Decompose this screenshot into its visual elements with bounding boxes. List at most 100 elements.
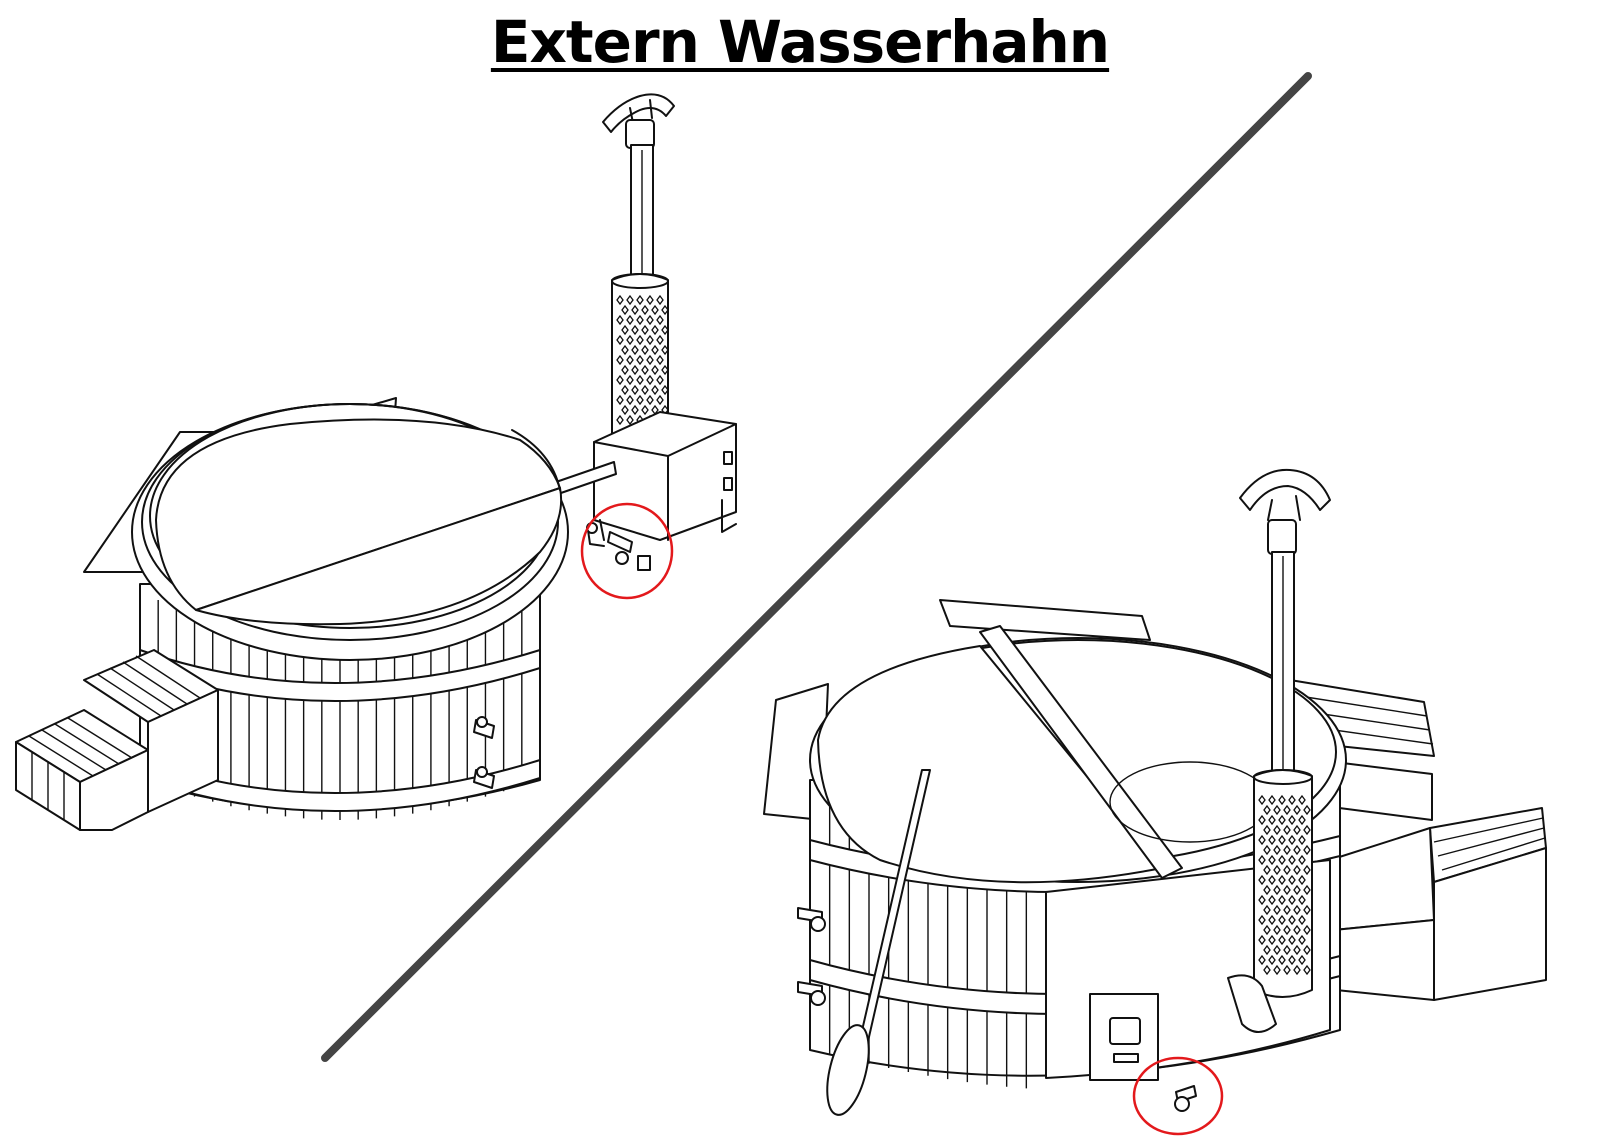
left-step-boards: [28, 655, 201, 830]
perforation-hole: [621, 304, 629, 316]
perforation-hole: [1268, 854, 1276, 866]
perforation-hole: [1293, 824, 1301, 836]
board-line: [109, 667, 175, 711]
perforation-hole: [1273, 864, 1281, 876]
perforation-hole: [1258, 954, 1266, 966]
perforation-hole: [621, 384, 629, 396]
perforation-hole: [616, 334, 624, 346]
perforation-hole: [1293, 844, 1301, 856]
perforation-hole: [661, 364, 669, 376]
perforation-hole: [616, 314, 624, 326]
diagonal-divider: [321, 72, 1312, 1062]
perforation-hole: [646, 394, 654, 406]
perforation-hole: [1293, 804, 1301, 816]
perforation-hole: [656, 374, 664, 386]
perforation-hole: [1298, 834, 1306, 846]
perforation-hole: [1268, 794, 1276, 806]
perforation-hole: [1288, 834, 1296, 846]
perforation-hole: [631, 364, 639, 376]
perforation-hole: [651, 324, 659, 336]
perforation-hole: [1288, 874, 1296, 886]
perforation-hole: [1293, 904, 1301, 916]
perforation-hole: [656, 294, 664, 306]
perforation-hole: [631, 404, 639, 416]
perforation-hole: [616, 294, 624, 306]
perforation-hole: [1293, 864, 1301, 876]
perforation-hole: [1303, 804, 1311, 816]
perforation-hole: [1268, 814, 1276, 826]
perforation-hole: [1288, 914, 1296, 926]
right-paddle: [826, 769, 931, 1116]
perforation-hole: [616, 354, 624, 366]
perforation-hole: [656, 334, 664, 346]
perforation-hole: [1273, 944, 1281, 956]
perforation-hole: [1298, 814, 1306, 826]
perforation-hole: [1273, 824, 1281, 836]
perforation-hole: [661, 344, 669, 356]
perforation-hole: [1258, 874, 1266, 886]
perforation-hole: [1263, 804, 1271, 816]
perforation-hole: [656, 354, 664, 366]
perforation-hole: [626, 354, 634, 366]
perforation-hole: [621, 404, 629, 416]
perforation-hole: [1273, 844, 1281, 856]
perforation-hole: [1268, 874, 1276, 886]
board-line: [122, 661, 188, 705]
perforation-hole: [631, 384, 639, 396]
perforation-hole: [1278, 854, 1286, 866]
board-line: [96, 673, 162, 717]
board-line: [54, 723, 120, 765]
perforation-hole: [656, 314, 664, 326]
perforation-hole: [1273, 884, 1281, 896]
perforation-hole: [636, 354, 644, 366]
perforation-hole: [661, 304, 669, 316]
page-title: Extern Wasserhahn: [490, 8, 1110, 76]
perforation-hole: [636, 334, 644, 346]
board-line: [1441, 837, 1546, 871]
perforation-hole: [621, 324, 629, 336]
perforation-hole: [1268, 934, 1276, 946]
perforation-hole: [1283, 904, 1291, 916]
perforation-hole: [1263, 944, 1271, 956]
board-line: [41, 729, 107, 771]
perforation-hole: [1263, 924, 1271, 936]
perforation-hole: [1303, 924, 1311, 936]
perforation-hole: [1263, 904, 1271, 916]
perforation-hole: [1283, 804, 1291, 816]
right-chimney: [1227, 468, 1331, 1033]
perforation-hole: [1278, 794, 1286, 806]
board-line: [28, 735, 94, 777]
perforation-hole: [1298, 794, 1306, 806]
perforation-hole: [626, 394, 634, 406]
perforation-hole: [1293, 944, 1301, 956]
perforation-hole: [1273, 924, 1281, 936]
perforation-hole: [651, 344, 659, 356]
perforation-hole: [1278, 814, 1286, 826]
perforation-hole: [656, 394, 664, 406]
perforation-hole: [1288, 794, 1296, 806]
perforation-hole: [1273, 804, 1281, 816]
perforation-hole: [1303, 904, 1311, 916]
perforation-hole: [1283, 944, 1291, 956]
perforation-hole: [1278, 874, 1286, 886]
perforation-hole: [626, 294, 634, 306]
perforation-hole: [1268, 954, 1276, 966]
perforation-hole: [1278, 934, 1286, 946]
perforation-hole: [626, 414, 634, 426]
perforation-hole: [1268, 894, 1276, 906]
perforation-hole: [651, 304, 659, 316]
left-view: [15, 93, 737, 831]
perforation-hole: [1258, 854, 1266, 866]
perforation-hole: [1268, 914, 1276, 926]
perforation-hole: [641, 344, 649, 356]
perforation-hole: [1303, 864, 1311, 876]
perforation-hole: [1258, 794, 1266, 806]
perforation-hole: [616, 394, 624, 406]
perforation-hole: [636, 314, 644, 326]
perforation-hole: [1258, 934, 1266, 946]
right-guard-perforations: [1258, 794, 1311, 976]
perforation-hole: [1258, 834, 1266, 846]
perforation-hole: [1298, 854, 1306, 866]
perforation-hole: [626, 334, 634, 346]
perforation-hole: [646, 374, 654, 386]
